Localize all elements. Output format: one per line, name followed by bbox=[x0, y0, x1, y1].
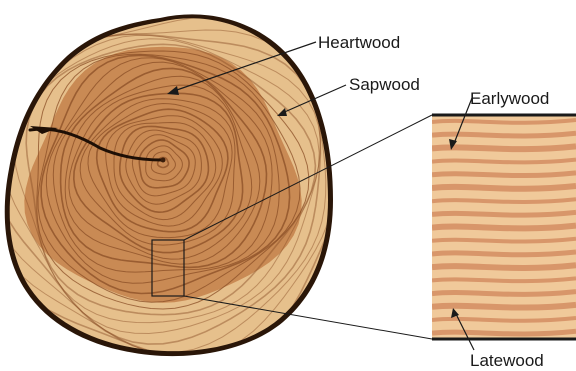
latewood-band bbox=[432, 265, 576, 268]
latewood-band bbox=[432, 173, 576, 176]
latewood-label: Latewood bbox=[470, 351, 544, 370]
latewood-band bbox=[432, 212, 576, 215]
magnified-detail bbox=[432, 115, 576, 339]
heartwood-label: Heartwood bbox=[318, 33, 400, 52]
latewood-band bbox=[432, 133, 576, 136]
latewood-band bbox=[432, 305, 576, 308]
latewood-band bbox=[432, 146, 576, 149]
latewood-band bbox=[432, 186, 576, 189]
earlywood-label: Earlywood bbox=[470, 89, 549, 108]
latewood-band bbox=[432, 331, 576, 334]
latewood-band bbox=[432, 292, 576, 295]
pith bbox=[161, 158, 166, 163]
latewood-band bbox=[432, 226, 576, 229]
latewood-band bbox=[432, 252, 576, 255]
sapwood-label: Sapwood bbox=[349, 75, 420, 94]
